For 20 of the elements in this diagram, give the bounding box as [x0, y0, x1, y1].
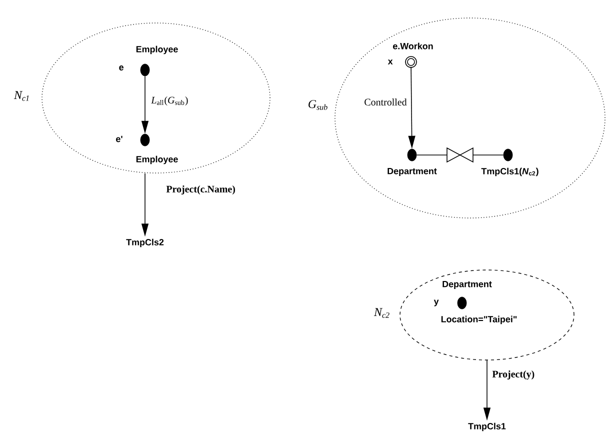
node-label: e': [116, 136, 122, 142]
ellipse-label: G$_{sub}$: [308, 100, 328, 110]
node-label: TmpCls1: [468, 422, 506, 432]
node-label: Department: [388, 168, 437, 176]
node-label: e: [119, 66, 124, 70]
node-label: TmpCls2: [126, 238, 164, 248]
node-label: Location="Taipei": [441, 316, 517, 324]
node-label: y: [434, 300, 439, 306]
edge-label: Project(c.Name): [165, 184, 236, 196]
node-label: Employee: [136, 46, 178, 54]
node-label: x: [388, 60, 393, 64]
edge-label: L$_{all}$(G$_{sub}$): [150, 95, 190, 106]
node-label: Department: [442, 280, 492, 289]
ellipse-label: N$_{c1}$: [14, 91, 29, 101]
edge-label: Project(y): [491, 369, 536, 381]
node-label: e.Workon: [393, 42, 433, 50]
ellipse-label: N$_{c2}$: [374, 308, 390, 318]
edge-label: Controlled: [363, 98, 408, 106]
node-label: Employee: [136, 156, 178, 164]
node-label: TmpCls1(N$_{c2}$): [481, 168, 538, 176]
